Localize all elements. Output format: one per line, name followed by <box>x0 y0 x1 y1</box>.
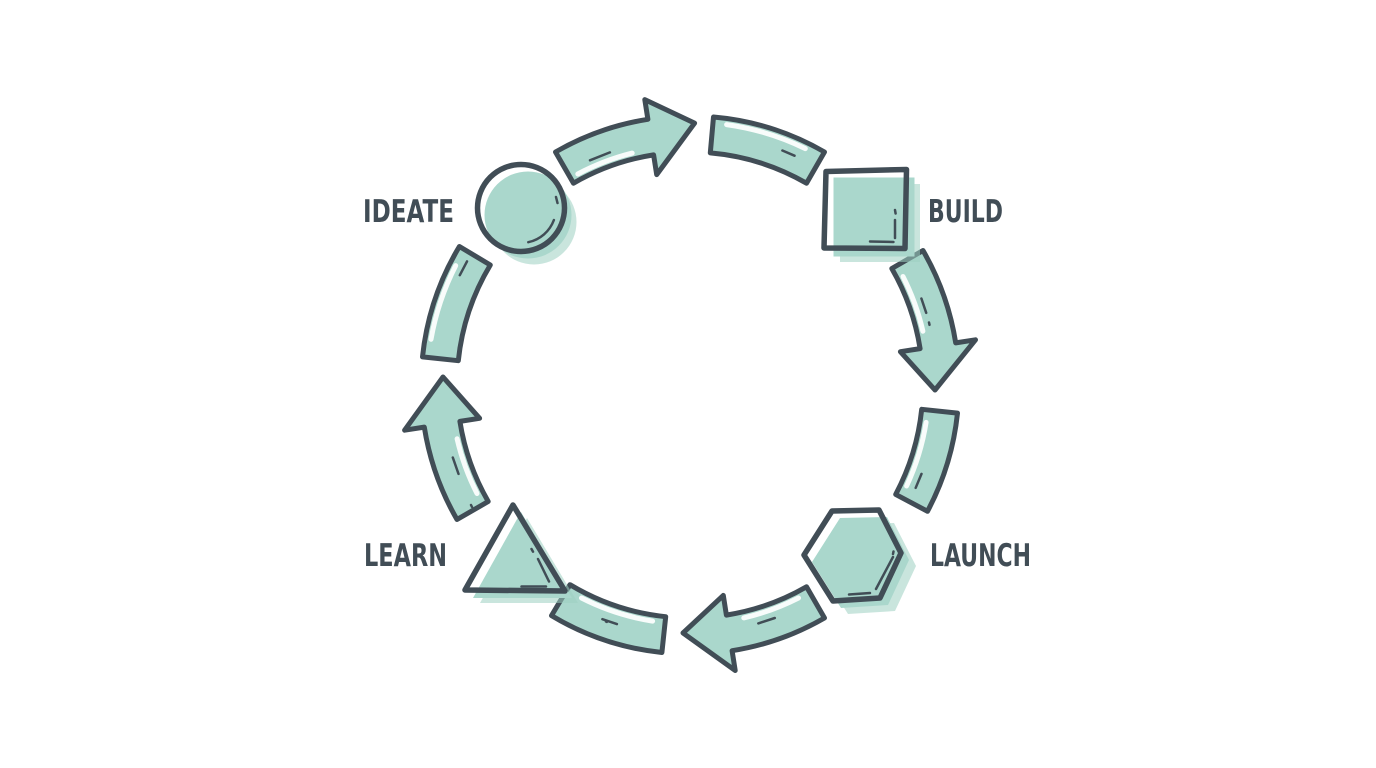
ideate-sketch-arc <box>527 218 556 244</box>
node-ideate: IDEATE <box>363 161 577 265</box>
segment-top-right <box>707 114 827 186</box>
launch-hexagon-outline <box>801 507 904 604</box>
connector-sketch-marks <box>451 149 931 626</box>
connector-highlights <box>428 122 929 624</box>
segment-top-left <box>420 244 493 364</box>
launch-label: LAUNCH <box>930 538 1031 574</box>
arrow-learn-to-ideate <box>402 374 491 522</box>
ideate-label: IDEATE <box>363 194 454 230</box>
arrow-launch-to-learn <box>680 584 827 673</box>
arrow-build-to-launch <box>889 248 978 393</box>
build-sketch-marks <box>868 208 897 244</box>
ideate-circle-outline <box>474 161 568 255</box>
node-build: BUILD <box>821 166 1003 262</box>
node-launch: LAUNCH <box>801 507 1031 614</box>
build-square-outline <box>821 166 910 252</box>
ideate-circle-fill <box>484 171 572 259</box>
launch-sketch-marks <box>847 550 895 596</box>
learn-sketch-marks <box>520 547 551 588</box>
build-label: BUILD <box>928 194 1003 230</box>
learn-label: LEARN <box>364 538 447 574</box>
ideate-sketch-tick <box>554 195 559 205</box>
node-learn: LEARN <box>364 502 578 603</box>
learn-triangle-outline <box>462 502 568 594</box>
arrow-ideate-to-build <box>553 97 698 186</box>
segment-bottom-right <box>893 406 960 514</box>
